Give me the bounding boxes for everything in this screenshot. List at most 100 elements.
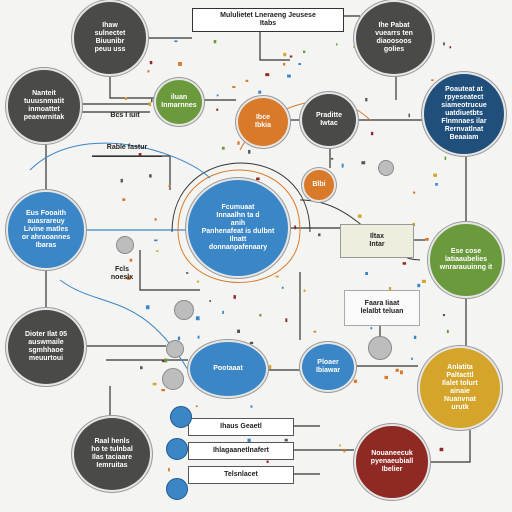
confetti-dot (233, 295, 236, 299)
confetti-dot (237, 141, 240, 145)
confetti-dot (250, 405, 253, 408)
confetti-dot (402, 262, 407, 265)
confetti-dot (154, 218, 157, 221)
node-right-navy[interactable]: Poauteat at rpyeseatect siameotrucue uat… (422, 72, 506, 156)
confetti-dot (168, 467, 170, 472)
confetti-dot (294, 225, 297, 230)
confetti-dot (413, 191, 416, 194)
node-tiny-orange[interactable]: Blbi (302, 168, 336, 202)
confetti-dot (148, 102, 152, 107)
node-small-green[interactable]: iluan Inmarnnes (154, 78, 204, 126)
node-bottom-maroon[interactable]: Nouaneecuk pyenaeubiall Ibelier (354, 424, 430, 500)
stack-item-2[interactable]: Ihlagaanetlnafert (188, 442, 294, 460)
node-right-mustard[interactable]: Anlatita Paltacttl Ilalet tolurt ainaie … (418, 346, 502, 430)
confetti-dot (152, 382, 157, 386)
confetti-dot (370, 131, 374, 136)
node-pointer-blue[interactable]: Pootaaat (188, 340, 268, 398)
iltax-box: Iltax Intar (340, 224, 414, 258)
confetti-dot (120, 178, 123, 183)
confetti-dot (151, 98, 153, 103)
confetti-dot (365, 272, 368, 275)
node-left-dark-lower[interactable]: Dioter Ilat 05 auswmaile sgmhhaoe meuurt… (6, 308, 86, 386)
confetti-dot (196, 280, 200, 283)
confetti-dot (124, 97, 128, 100)
joint-knob[interactable] (174, 300, 194, 320)
confetti-dot (395, 368, 399, 372)
confetti-dot (138, 153, 142, 156)
blue-joint-knob[interactable] (170, 406, 192, 428)
joint-knob[interactable] (166, 340, 184, 358)
confetti-dot (266, 460, 269, 463)
confetti-dot (177, 336, 181, 341)
confetti-dot (443, 42, 445, 46)
confetti-dot (174, 40, 178, 43)
confetti-dot (237, 329, 240, 333)
confetti-dot (411, 357, 413, 360)
connector-line (109, 76, 154, 99)
blue-joint-knob[interactable] (166, 438, 188, 460)
confetti-dot (284, 438, 288, 442)
confetti-dot (431, 79, 434, 81)
blue-joint-knob[interactable] (166, 478, 188, 500)
confetti-dot (400, 370, 403, 375)
confetti-dot (122, 198, 126, 201)
confetti-dot (245, 79, 249, 82)
fcls-label: Fcls noeslx (110, 266, 134, 282)
confetti-dot (287, 74, 291, 78)
confetti-dot (433, 173, 437, 177)
confetti-dot (303, 50, 306, 53)
node-center-blue[interactable]: Fcumuaat Innaalhn ta d anih Panhenafeat … (186, 178, 290, 278)
connector-line (259, 30, 290, 61)
confetti-dot (298, 63, 301, 65)
joint-knob[interactable] (378, 160, 394, 176)
confetti-dot (275, 275, 279, 278)
confetti-dot (129, 258, 133, 262)
node-practice[interactable]: Praditte Iwtac (300, 92, 358, 148)
connector-line (139, 250, 200, 291)
confetti-dot (361, 161, 366, 165)
confetti-dot (384, 375, 388, 380)
confetti-dot (265, 73, 270, 77)
node-left-upper[interactable]: Nanteit tuuusnmatit inmoattet peaewrnita… (6, 68, 82, 144)
confetti-dot (435, 183, 438, 186)
stack-item-1[interactable]: Ihaus Geaetl (188, 418, 294, 436)
confetti-dot (216, 108, 219, 111)
node-right-green[interactable]: Ese cose latiaaubelies wnrarauuinng it (428, 222, 504, 298)
confetti-dot (126, 276, 131, 280)
confetti-dot (444, 156, 447, 160)
confetti-dot (408, 113, 410, 118)
confetti-dot (149, 61, 153, 65)
confetti-dot (269, 365, 272, 369)
connector-line (92, 155, 171, 190)
joint-knob[interactable] (116, 236, 134, 254)
confetti-dot (318, 233, 321, 237)
node-top-left[interactable]: Ihaw sulnectet Biuunibr peuu uss (72, 0, 148, 76)
confetti-dot (353, 379, 358, 383)
confetti-dot (145, 305, 150, 310)
confetti-dot (195, 405, 198, 407)
confetti-dot (178, 62, 182, 66)
joint-knob[interactable] (162, 368, 184, 390)
confetti-dot (281, 286, 284, 289)
node-bottom-dark[interactable]: Raal henls ho te tulnbal Ilas taciaare I… (72, 416, 152, 492)
confetti-dot (442, 314, 445, 317)
connector-curve (177, 169, 301, 283)
confetti-dot (195, 316, 200, 321)
confetti-dot (285, 318, 288, 323)
node-small-orange[interactable]: Ibce Ibkia (236, 96, 290, 148)
confetti-dot (156, 250, 159, 252)
confetti-dot (425, 238, 429, 241)
node-left-blue[interactable]: Eus Fooaith auasrareuy Livine matles or … (6, 190, 86, 270)
joint-knob[interactable] (368, 336, 392, 360)
node-top-right[interactable]: Ihe Pabat vuearrs ten diaoosoos golies (354, 0, 434, 76)
confetti-dot (213, 40, 217, 44)
confetti-dot (388, 287, 392, 291)
stack-item-3[interactable]: Telsnlacet (188, 466, 294, 484)
confetti-dot (168, 184, 171, 188)
node-pointer-blue-small[interactable]: Ploaer Ibiawar (300, 342, 356, 392)
confetti-dot (216, 94, 219, 97)
confetti-dot (357, 214, 362, 218)
confetti-dot (259, 313, 262, 317)
confetti-dot (417, 283, 421, 288)
